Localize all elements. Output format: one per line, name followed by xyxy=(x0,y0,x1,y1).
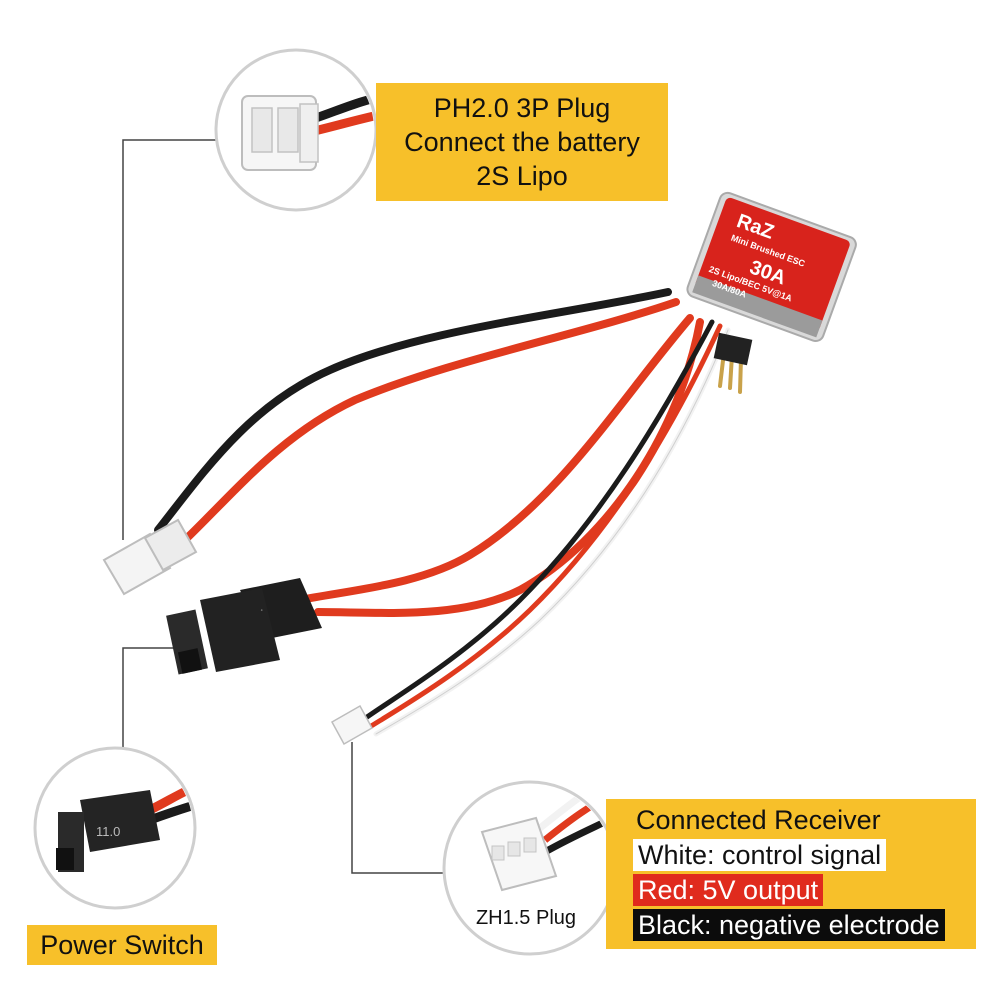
receiver-white-line: White: control signal xyxy=(633,839,887,871)
receiver-plug xyxy=(330,704,374,746)
zoom-circle-battery-plug xyxy=(214,48,378,212)
switch-marking: 11.0 xyxy=(96,824,120,839)
power-switch-label: Power Switch xyxy=(40,929,204,960)
power-switch: . xyxy=(166,578,322,675)
leader-lines xyxy=(122,139,445,874)
zoom-circle-power-switch: 11.0 xyxy=(33,746,197,910)
svg-text:.: . xyxy=(250,606,265,613)
leader-line-receiver xyxy=(351,742,445,874)
battery-plug-line-3: 2S Lipo xyxy=(476,161,568,191)
zoom-circle-receiver-plug xyxy=(442,780,618,956)
receiver-red-line: Red: 5V output xyxy=(633,874,824,906)
leader-line-switch xyxy=(122,647,180,755)
esc-board: RaZ Mini Brushed ESC 30A 2S Lipo/BEC 5V@… xyxy=(686,191,857,342)
esc-pin-header xyxy=(713,332,753,366)
battery-plug-line-2: Connect the battery xyxy=(404,127,640,157)
leader-line-battery xyxy=(122,139,220,540)
receiver-callout: Connected Receiver White: control signal… xyxy=(606,799,976,949)
power-switch-callout: Power Switch xyxy=(27,925,217,965)
switch-wires xyxy=(296,314,704,617)
zh-plug-label: ZH1.5 Plug xyxy=(475,907,577,929)
battery-wires xyxy=(154,288,680,544)
battery-plug xyxy=(102,518,198,596)
receiver-wires xyxy=(357,319,731,737)
receiver-black-line: Black: negative electrode xyxy=(633,909,945,941)
battery-plug-line-1: PH2.0 3P Plug xyxy=(433,93,611,123)
battery-plug-callout: PH2.0 3P Plug Connect the battery 2S Lip… xyxy=(376,83,668,201)
receiver-title: Connected Receiver xyxy=(636,805,881,835)
